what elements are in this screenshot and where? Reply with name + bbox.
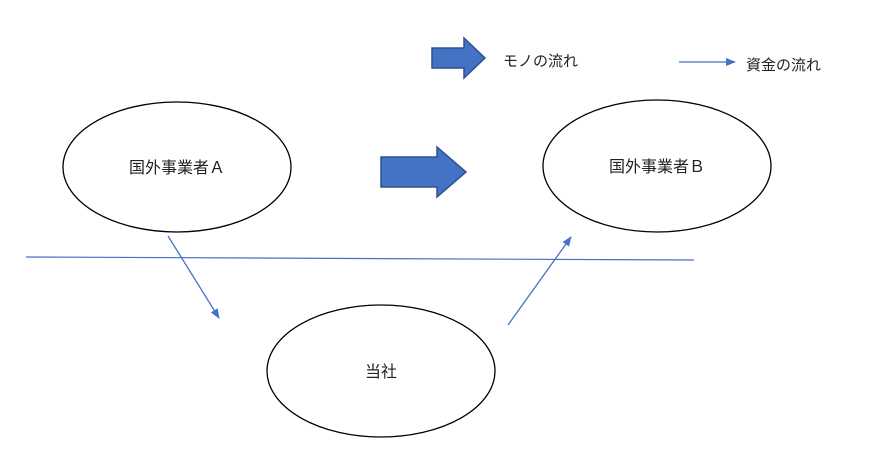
goods-flow-legend-label: モノの流れ — [503, 52, 578, 70]
node-our-company: 当社 — [266, 304, 496, 438]
money-flow-arrow-a-to-company — [167, 235, 220, 319]
node-foreign-operator-a-label: 国外事業者Ａ — [129, 158, 225, 177]
node-our-company-shape — [266, 304, 496, 438]
node-foreign-operator-a-shape — [62, 101, 292, 233]
money-flow-arrow-company-to-b — [507, 236, 572, 326]
node-foreign-operator-b: 国外事業者Ｂ — [542, 99, 772, 233]
goods-flow-arrow — [380, 145, 468, 199]
border-line — [25, 256, 695, 261]
node-foreign-operator-b-label: 国外事業者Ｂ — [609, 157, 705, 176]
goods-flow-legend-arrow — [431, 36, 487, 80]
node-foreign-operator-a: 国外事業者Ａ — [62, 101, 292, 233]
node-our-company-label: 当社 — [365, 362, 397, 381]
money-flow-legend-label: 資金の流れ — [746, 56, 821, 74]
node-foreign-operator-b-shape — [542, 99, 772, 233]
legend: モノの流れ 資金の流れ — [431, 36, 821, 80]
